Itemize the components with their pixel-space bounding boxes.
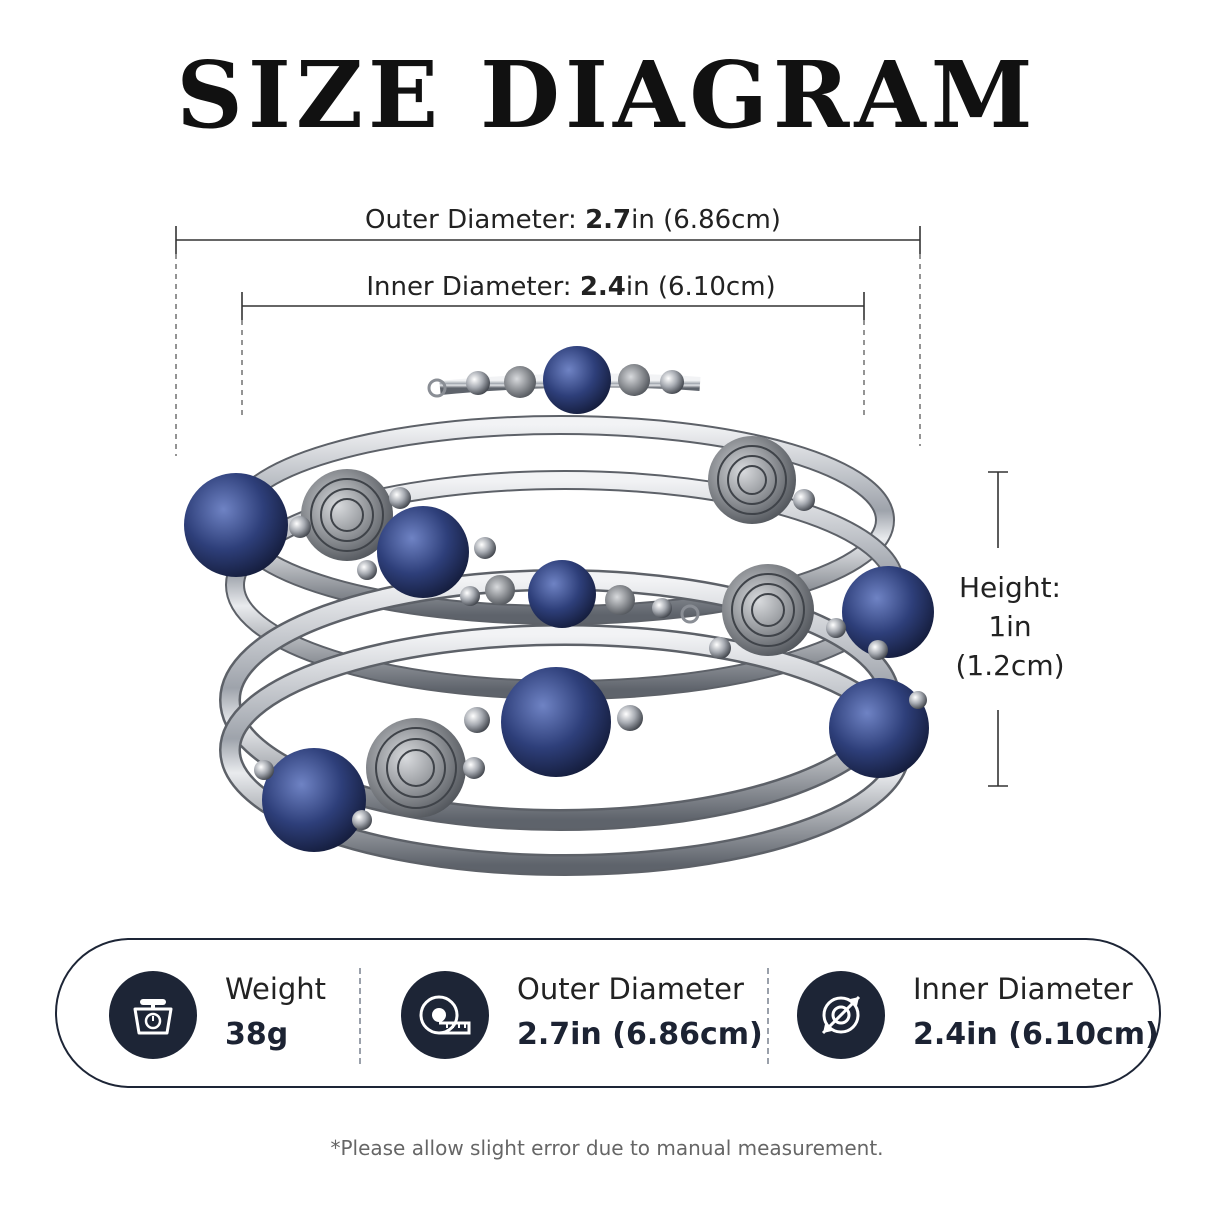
height-label: Height: 1in (1.2cm) bbox=[955, 571, 1065, 682]
page-title: SIZE DIAGRAM bbox=[176, 41, 1038, 149]
spec-outer-diameter-label: Outer Diameter bbox=[517, 972, 744, 1006]
spec-inner-diameter: Inner Diameter 2.4in (6.10cm) bbox=[797, 940, 1159, 1090]
tape-measure-icon bbox=[401, 971, 489, 1059]
bracelet-image bbox=[184, 346, 934, 876]
spec-card: Weight 38g Outer Diameter 2.7in (6.86cm) bbox=[55, 938, 1161, 1088]
height-dimension-line bbox=[988, 471, 1008, 787]
spec-divider bbox=[359, 968, 361, 1064]
spec-divider bbox=[767, 968, 769, 1064]
spec-weight-label: Weight bbox=[225, 972, 327, 1006]
spec-outer-diameter-value: 2.7in (6.86cm) bbox=[517, 1017, 763, 1052]
outer-diameter-label: Outer Diameter: 2.7in (6.86cm) bbox=[365, 205, 781, 235]
scale-icon bbox=[109, 971, 197, 1059]
outer-diameter-line bbox=[175, 226, 921, 456]
inner-diameter-line bbox=[241, 292, 865, 416]
spec-weight-value: 38g bbox=[225, 1017, 289, 1052]
inner-diameter-label: Inner Diameter: 2.4in (6.10cm) bbox=[366, 272, 776, 302]
spec-weight: Weight 38g bbox=[109, 940, 326, 1090]
diameter-icon bbox=[797, 971, 885, 1059]
spec-inner-diameter-label: Inner Diameter bbox=[913, 972, 1133, 1006]
spec-inner-diameter-value: 2.4in (6.10cm) bbox=[913, 1017, 1159, 1052]
measurement-disclaimer: *Please allow slight error due to manual… bbox=[330, 1136, 884, 1160]
spec-outer-diameter: Outer Diameter 2.7in (6.86cm) bbox=[401, 940, 763, 1090]
